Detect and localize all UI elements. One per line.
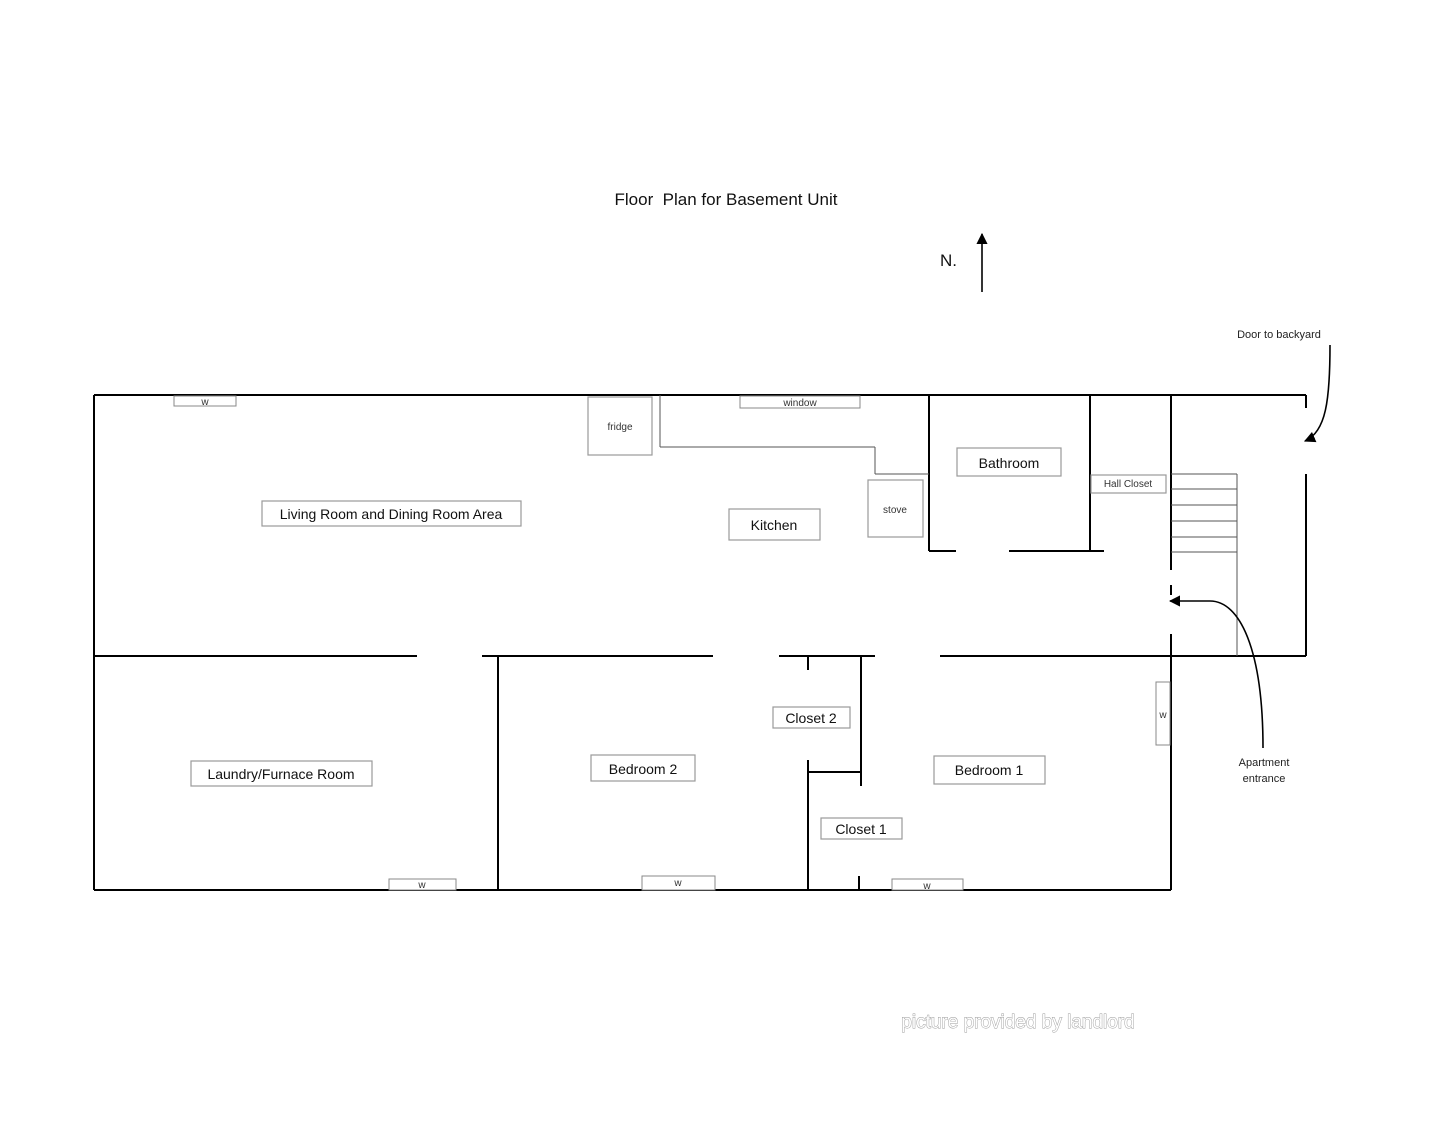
svg-text:Bathroom: Bathroom [979, 455, 1040, 471]
room-label-closet2: Closet 2 [772, 706, 851, 729]
svg-text:w: w [673, 878, 682, 889]
stove: stove [867, 479, 924, 538]
room-label-bathroom: Bathroom [956, 447, 1062, 477]
room-label-closet1: Closet 1 [820, 817, 903, 840]
svg-text:w: w [922, 881, 931, 892]
svg-text:Bedroom 1: Bedroom 1 [955, 762, 1024, 778]
room-label-hall-closet: Hall Closet [1090, 474, 1167, 494]
svg-text:w: w [417, 880, 426, 891]
room-label-bedroom2: Bedroom 2 [590, 754, 696, 782]
svg-text:w: w [1158, 710, 1167, 721]
window-bedroom1: w [891, 878, 964, 892]
door-to-backyard-arrow-icon [1303, 344, 1331, 443]
window-kitchen: window [739, 395, 861, 409]
page-title: Floor Plan for Basement Unit [615, 190, 838, 209]
room-label-living: Living Room and Dining Room Area [261, 500, 522, 527]
svg-text:Bedroom 2: Bedroom 2 [609, 761, 678, 777]
watermark: picture provided by landlord [901, 1012, 1134, 1033]
window-top-left: w [173, 395, 237, 408]
svg-text:Kitchen: Kitchen [751, 517, 798, 533]
apartment-entrance-label-line2: entrance [1243, 773, 1286, 785]
room-label-laundry: Laundry/Furnace Room [190, 760, 373, 787]
apartment-entrance-label-line1: Apartment [1239, 757, 1290, 769]
svg-text:Laundry/Furnace Room: Laundry/Furnace Room [207, 766, 354, 782]
svg-text:stove: stove [883, 505, 907, 516]
outer-walls [93, 394, 1307, 891]
svg-text:window: window [782, 398, 817, 409]
room-label-kitchen: Kitchen [728, 508, 821, 541]
stairs [1171, 473, 1238, 656]
interior-walls [94, 395, 1172, 890]
window-laundry: w [388, 878, 457, 891]
window-bedroom1-east: w [1155, 681, 1171, 746]
door-to-backyard-label: Door to backyard [1237, 329, 1321, 341]
north-label: N. [940, 251, 957, 270]
room-label-bedroom1: Bedroom 1 [933, 755, 1046, 785]
svg-text:Hall Closet: Hall Closet [1104, 479, 1153, 490]
window-bedroom2: w [641, 875, 716, 891]
svg-text:fridge: fridge [607, 422, 632, 433]
svg-text:w: w [200, 397, 209, 408]
svg-text:Closet 2: Closet 2 [785, 710, 837, 726]
svg-text:Closet 1: Closet 1 [835, 821, 887, 837]
svg-text:Living Room and Dining Room Ar: Living Room and Dining Room Area [280, 506, 503, 522]
fridge: fridge [587, 396, 653, 456]
apartment-entrance-arrow-icon [1168, 595, 1264, 749]
